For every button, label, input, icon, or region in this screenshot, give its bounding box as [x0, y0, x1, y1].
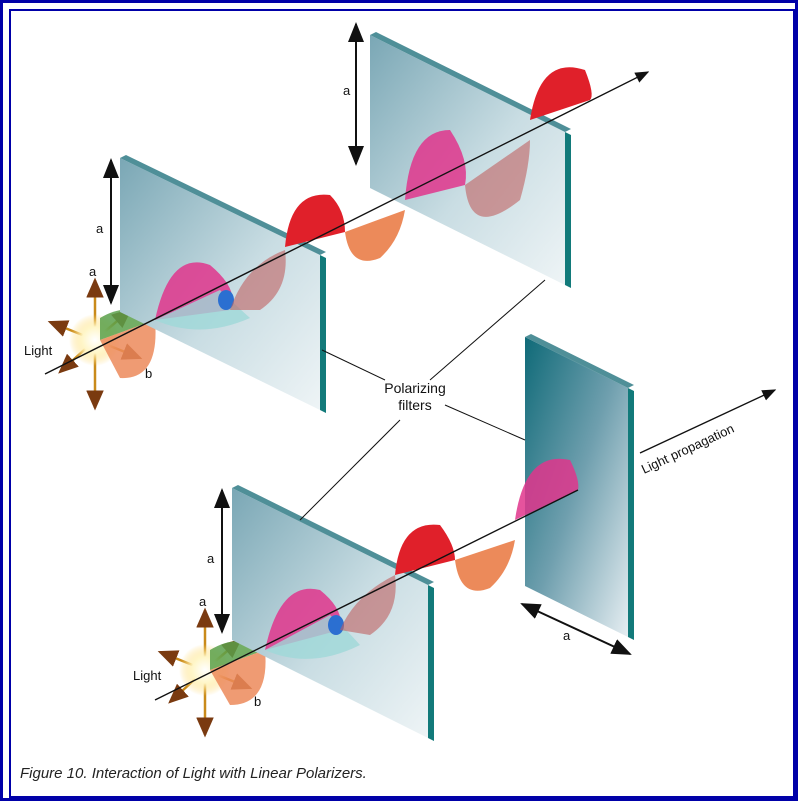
light-propagation-arrow	[639, 389, 777, 454]
callout-leaders	[299, 279, 546, 521]
top-wave-magenta-2	[405, 130, 466, 200]
callout-text-line1: Polarizing	[384, 380, 445, 396]
bottom-wave-orange	[455, 540, 515, 591]
top-filter-2	[370, 32, 571, 288]
callout-text-line2: filters	[398, 397, 431, 413]
bottom-filter2-a-label: a	[563, 628, 571, 643]
top-wave-red-2	[530, 67, 592, 120]
bottom-orange-lobe	[210, 650, 266, 705]
bottom-source-b-label: b	[254, 694, 261, 709]
top-propagation-axis	[44, 71, 650, 375]
bottom-filter2-axis-a	[520, 603, 632, 655]
bottom-wave-mauve	[340, 575, 396, 635]
top-orange-lobe	[100, 320, 156, 379]
top-wave-red-1	[285, 194, 345, 247]
top-wave-mauve-2	[465, 140, 530, 217]
bottom-source-a-label: a	[199, 594, 207, 609]
figure-caption: Figure 10. Interaction of Light with Lin…	[20, 765, 367, 782]
top-wave-blue	[218, 290, 234, 310]
bottom-wave-blue	[328, 615, 344, 635]
bottom-filter1-a-label: a	[207, 551, 215, 566]
bottom-light-label: Light	[133, 668, 162, 683]
figure-inner-frame	[9, 9, 795, 798]
bottom-propagation-axis	[154, 489, 579, 701]
bottom-wave-magenta-2	[515, 458, 579, 520]
top-wave-mauve	[230, 250, 286, 310]
top-wave-orange-1	[345, 210, 405, 261]
top-source-b-label: b	[145, 366, 152, 381]
bottom-wave-red	[395, 524, 455, 575]
top-light-label: Light	[24, 343, 53, 358]
top-filter1-a-label: a	[96, 221, 104, 236]
top-filter2-a-label: a	[343, 83, 351, 98]
top-source-a-label: a	[89, 264, 97, 279]
light-propagation-label: Light propagation	[639, 421, 736, 477]
